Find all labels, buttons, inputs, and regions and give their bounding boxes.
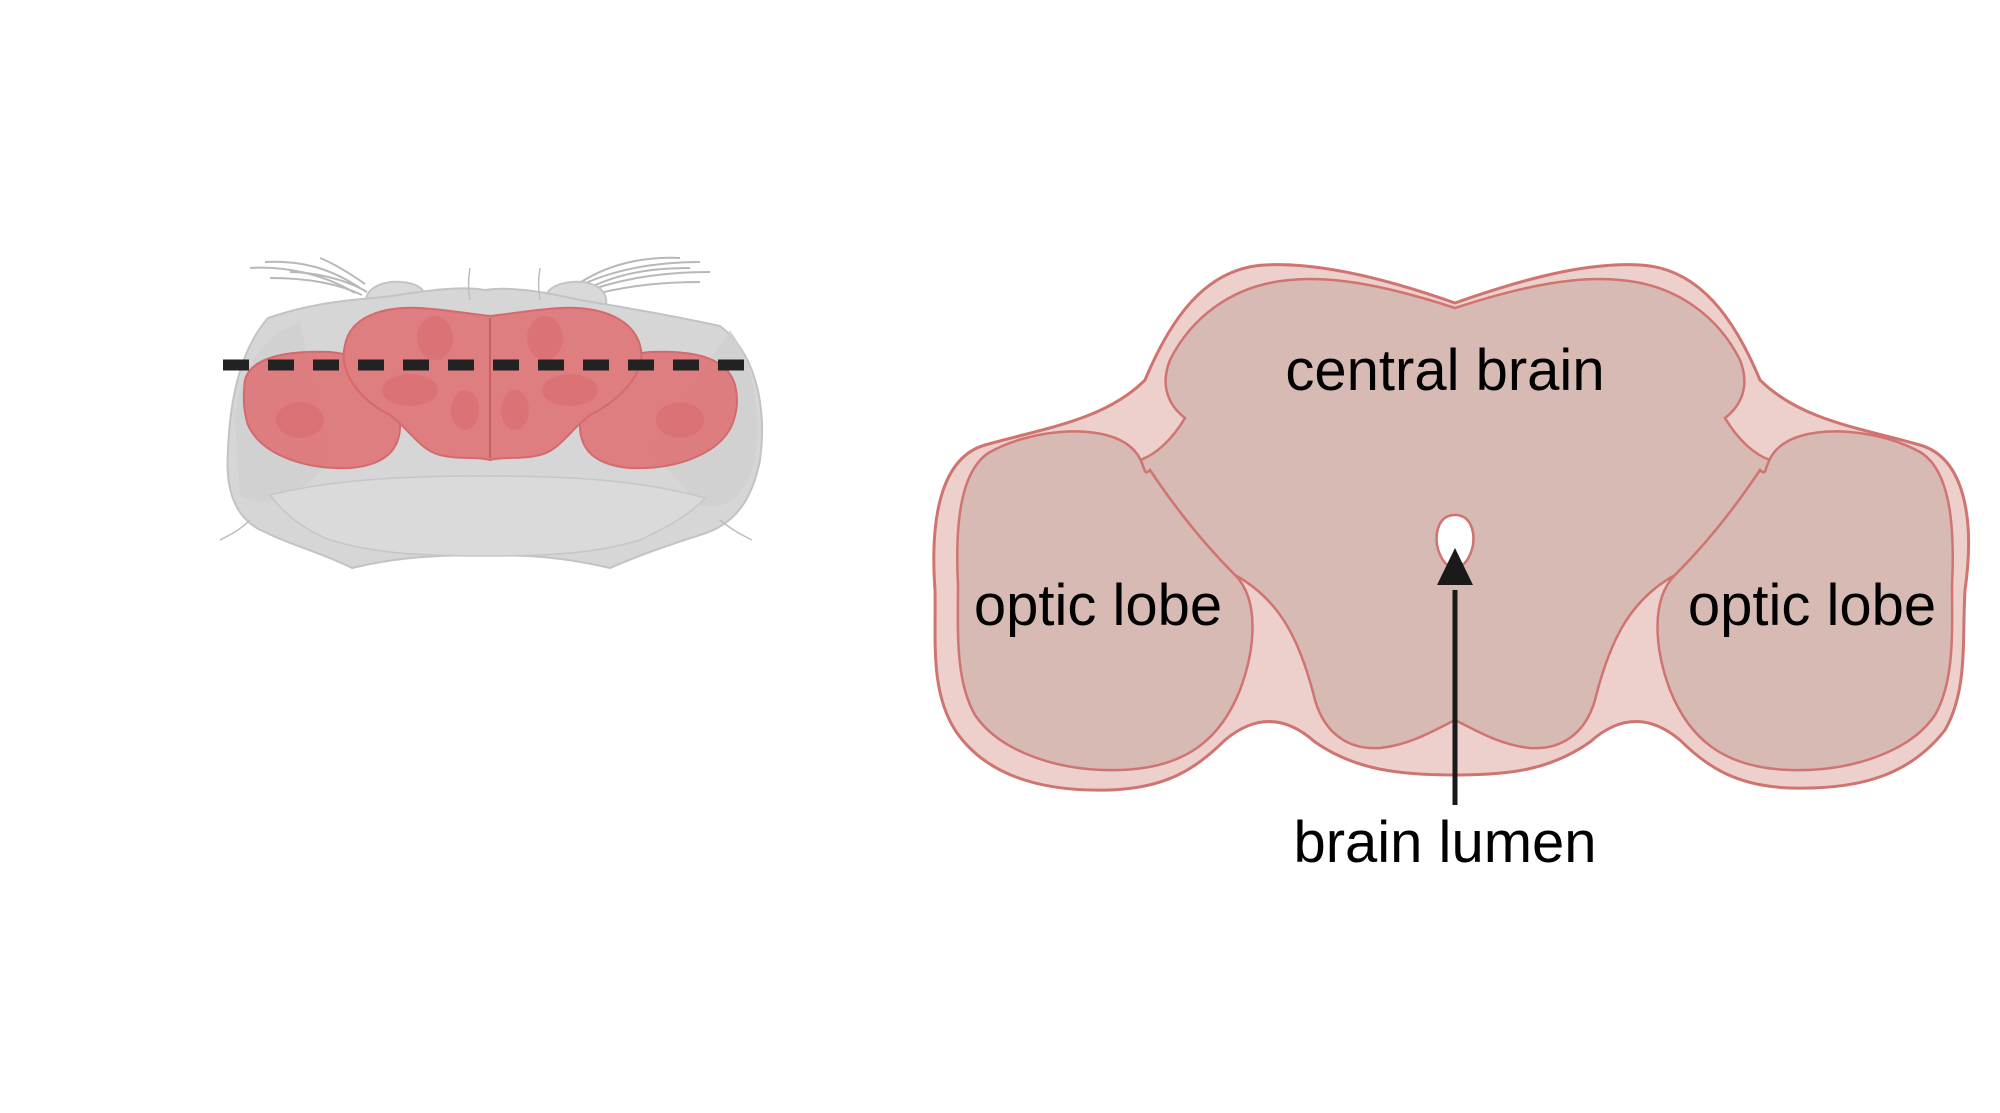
fly-brain xyxy=(242,306,738,470)
label-central-brain: central brain xyxy=(1285,338,1604,403)
fly-head-illustration xyxy=(219,256,764,570)
label-optic-lobe-left: optic lobe xyxy=(974,573,1222,638)
brain-central xyxy=(342,306,643,462)
face-plate xyxy=(268,475,707,557)
lumen-arrow-head xyxy=(1437,548,1473,585)
face-bristles xyxy=(219,267,753,541)
optic-lobe-right-region xyxy=(1656,430,1955,772)
optic-lobe-left-region xyxy=(955,430,1254,772)
label-brain-lumen: brain lumen xyxy=(1293,810,1596,875)
label-optic-lobe-right: optic lobe xyxy=(1688,573,1936,638)
brain-section-diagram: central brain optic lobe optic lobe brai… xyxy=(932,263,1971,875)
brain-substructures xyxy=(276,316,704,438)
